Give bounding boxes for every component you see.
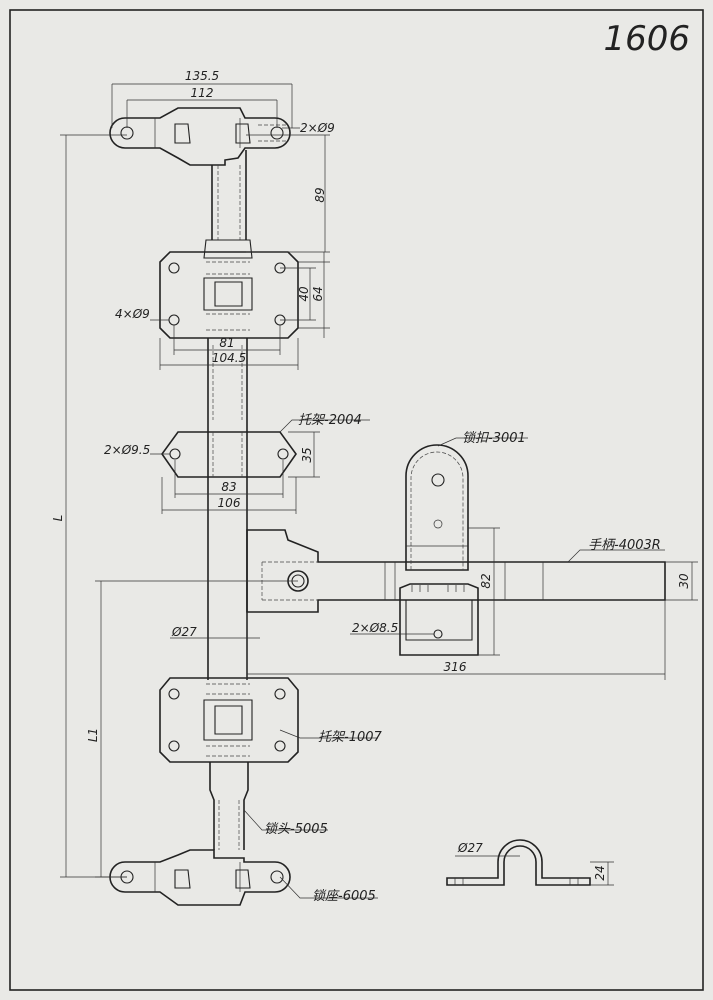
dim-135-5: 135.5 xyxy=(185,69,219,83)
dim-30: 30 xyxy=(677,573,691,589)
lock-head-5005 xyxy=(209,762,249,850)
dim-106: 106 xyxy=(218,496,241,510)
dim-24: 24 xyxy=(593,865,607,880)
label-lock-seat-6005: 锁座-6005 xyxy=(312,888,376,904)
label-bracket-2004: 托架-2004 xyxy=(298,413,362,428)
dim-L1: L1 xyxy=(86,728,100,742)
dimension-lines xyxy=(60,83,698,899)
label-bracket-1007: 托架-1007 xyxy=(318,730,383,745)
label-lock-head-5005: 锁头-5005 xyxy=(264,822,328,837)
dim-82: 82 xyxy=(479,573,493,588)
dim-holes-4: 4×Ø9 xyxy=(115,307,150,321)
dim-40: 40 xyxy=(297,286,311,302)
dim-holes-8-5: 2×Ø8.5 xyxy=(352,621,398,635)
dim-35: 35 xyxy=(300,447,314,462)
dim-316: 316 xyxy=(444,660,467,674)
sheet-number: 1606 xyxy=(603,19,690,59)
top-lock-seat xyxy=(109,107,291,166)
dim-89: 89 xyxy=(313,187,327,202)
label-handle-4003r: 手柄-4003R xyxy=(588,538,661,553)
lock-seat-6005 xyxy=(109,849,291,906)
dim-104-5: 104.5 xyxy=(212,351,246,365)
upper-bracket xyxy=(159,239,299,339)
dim-holes-top: 2×Ø9 xyxy=(300,121,335,135)
dim-rod-diameter: Ø27 xyxy=(171,625,197,639)
upper-rod xyxy=(211,150,247,240)
dim-64: 64 xyxy=(311,286,325,301)
dim-81: 81 xyxy=(219,336,234,350)
bracket-2004 xyxy=(161,431,297,478)
dim-83: 83 xyxy=(221,480,236,494)
dim-clamp-diameter: Ø27 xyxy=(457,841,483,855)
clamp-detail xyxy=(446,839,591,886)
label-hasp-3001: 锁扣-3001 xyxy=(462,431,526,446)
sheet-border xyxy=(9,9,704,991)
hasp-3001 xyxy=(399,444,479,656)
dim-L: L xyxy=(51,515,65,522)
dim-112: 112 xyxy=(191,86,214,100)
bracket-1007 xyxy=(159,677,299,763)
dim-holes-9-5: 2×Ø9.5 xyxy=(104,443,150,457)
